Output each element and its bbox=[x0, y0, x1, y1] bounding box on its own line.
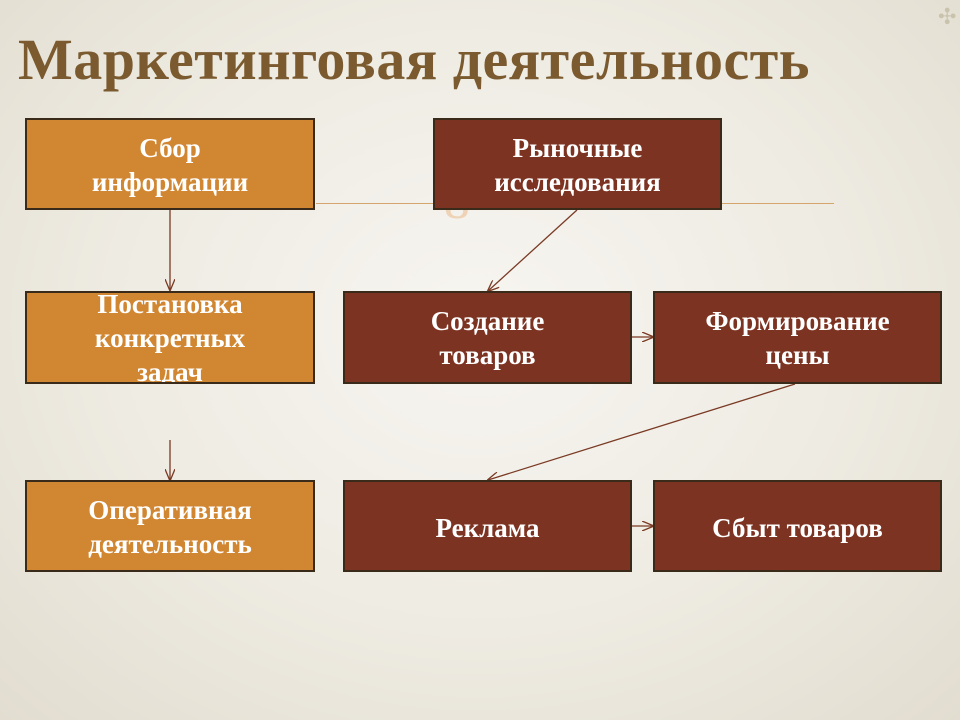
box-sozdanie-tovarov: Создание товаров bbox=[343, 291, 632, 384]
box-sbor-informacii-label: Сбор информации bbox=[91, 133, 249, 197]
box-sbor-informacii: Сбор информации bbox=[25, 118, 315, 210]
box-rynochnye-issledovaniya: Рыночные исследования bbox=[433, 118, 722, 210]
arrow-formirovanie-to-reklama bbox=[488, 383, 796, 480]
arrow-rynochnye-to-sozdanie bbox=[488, 209, 578, 291]
box-reklama-label: Реклама bbox=[435, 513, 540, 543]
box-operativnaya-deyatelnost-label: Оперативная деятельность bbox=[88, 495, 252, 559]
box-formirovanie-ceny: Формирование цены bbox=[653, 291, 942, 384]
box-operativnaya-deyatelnost: Оперативная деятельность bbox=[25, 480, 315, 572]
box-reklama: Реклама bbox=[343, 480, 632, 572]
box-postanovka-zadach-label: Постановка конкретных задач bbox=[94, 291, 246, 384]
box-formirovanie-ceny-label: Формирование цены bbox=[705, 306, 890, 370]
slide-title: Маркетинговая деятельность bbox=[18, 27, 810, 92]
box-sbyt-tovarov: Сбыт товаров bbox=[653, 480, 942, 572]
ornament-icon: ✣ bbox=[938, 5, 957, 30]
box-postanovka-zadach: Постановка конкретных задач bbox=[25, 291, 315, 384]
box-rynochnye-issledovaniya-label: Рыночные исследования bbox=[494, 133, 661, 197]
box-sozdanie-tovarov-label: Создание товаров bbox=[430, 306, 545, 370]
box-sbyt-tovarov-label: Сбыт товаров bbox=[712, 513, 883, 543]
